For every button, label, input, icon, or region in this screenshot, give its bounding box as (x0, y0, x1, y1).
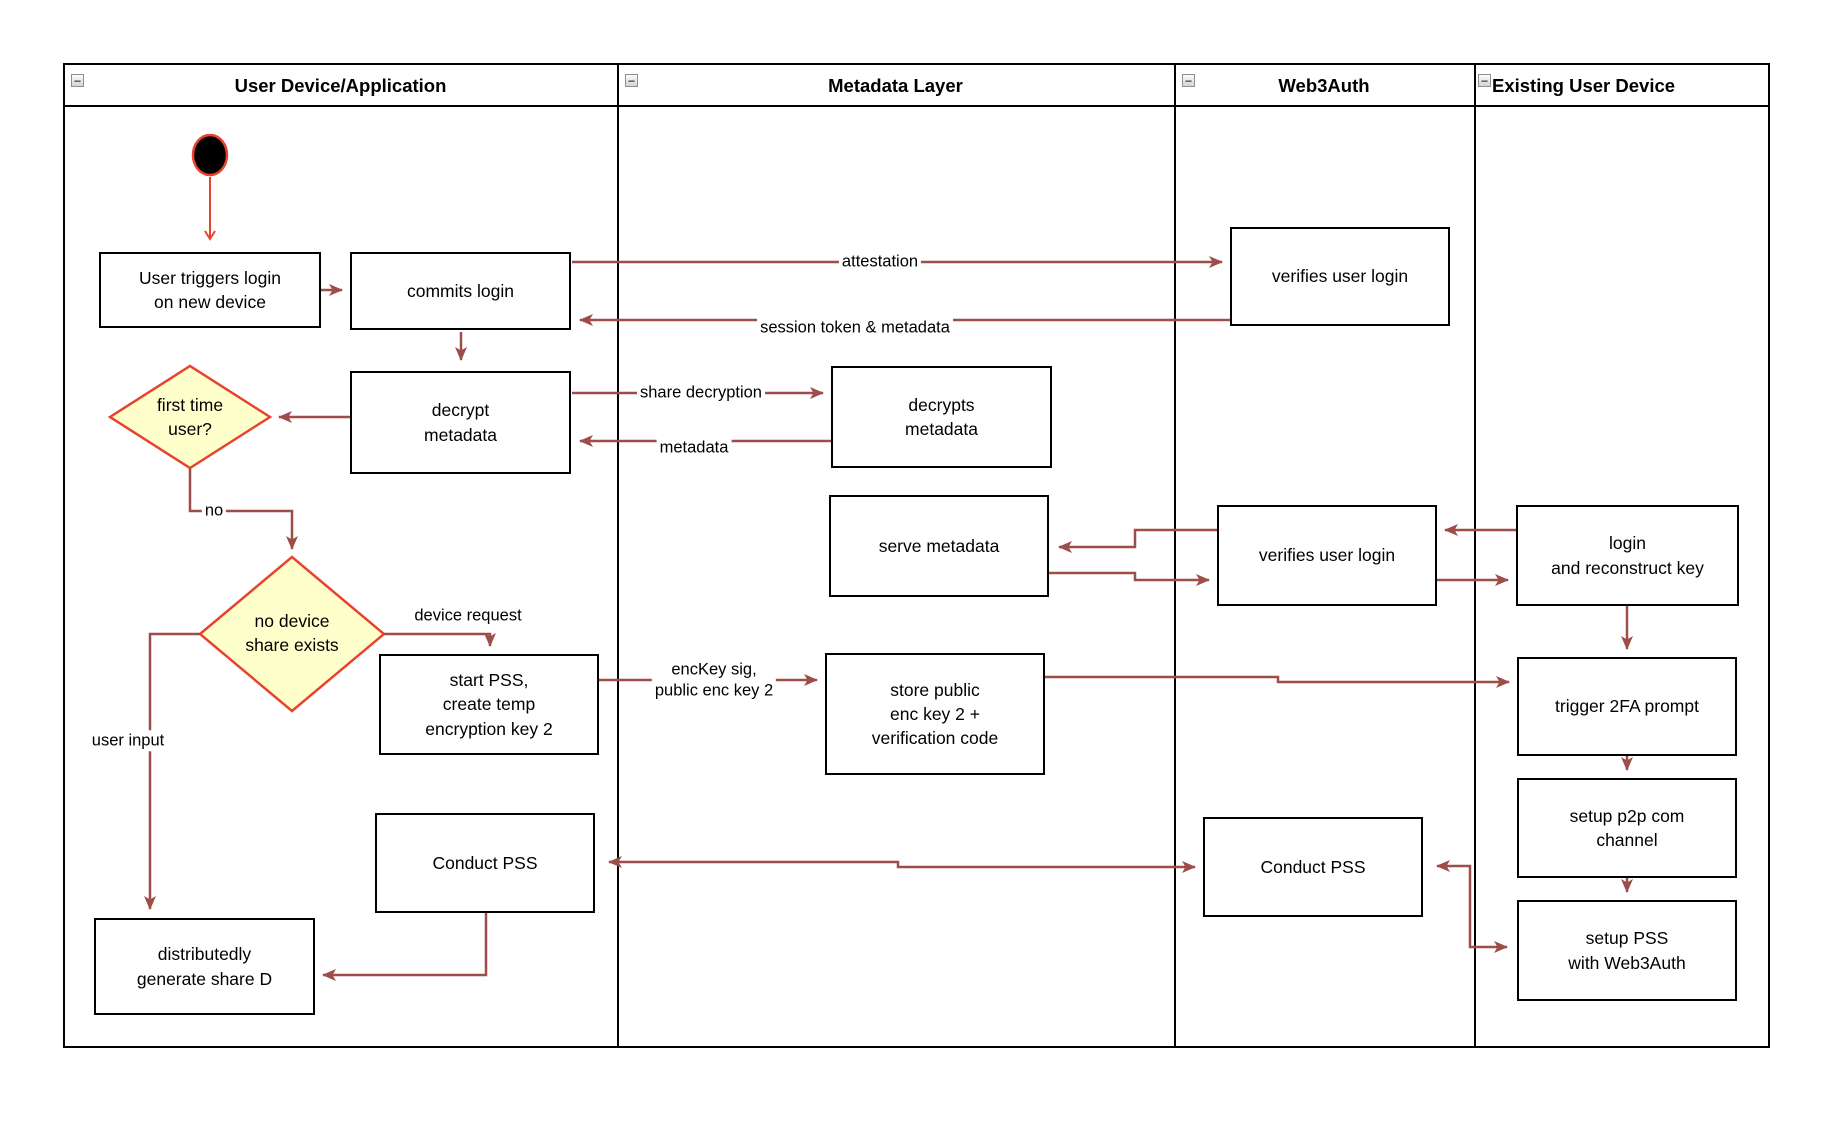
edge-conduct-pss-link (608, 856, 1196, 873)
header-separator (63, 105, 1770, 107)
edge-label-no: no (201, 500, 227, 522)
node-conduct-pss-left[interactable]: Conduct PSS (375, 813, 595, 913)
edge-label-attestation: attestation (838, 251, 922, 273)
node-decrypts-metadata[interactable]: decrypts metadata (831, 366, 1052, 468)
collapse-icon[interactable]: − (1182, 74, 1195, 87)
edge-conduct-to-distributedly (322, 913, 488, 981)
collapse-icon[interactable]: − (1478, 74, 1491, 87)
edge-serve-to-verifies (1049, 571, 1210, 586)
node-user-triggers-login[interactable]: User triggers login on new device (99, 252, 321, 328)
node-distributedly-generate[interactable]: distributedly generate share D (94, 918, 315, 1015)
edge-label-session-token: session token & metadata (757, 317, 953, 339)
node-login-reconstruct-key[interactable]: login and reconstruct key (1516, 505, 1739, 606)
lane-header-user-device[interactable]: User Device/Application (234, 75, 447, 96)
node-start-pss[interactable]: start PSS, create temp encryption key 2 (379, 654, 599, 755)
collapse-icon[interactable]: − (625, 74, 638, 87)
node-serve-metadata[interactable]: serve metadata (829, 495, 1049, 597)
decision-first-time-user[interactable] (107, 364, 273, 470)
edge-verifies-to-serve (1058, 528, 1217, 553)
lane-divider-3 (1474, 63, 1476, 1048)
start-node[interactable] (191, 133, 229, 177)
edge-no-branch (188, 468, 298, 550)
node-trigger-2fa[interactable]: trigger 2FA prompt (1517, 657, 1737, 756)
decision-first-time-label: first time user? (156, 395, 224, 439)
edge-setuppss-conduct-link (1436, 860, 1508, 953)
node-decrypt-metadata[interactable]: decrypt metadata (350, 371, 571, 474)
edge-device-request (384, 632, 496, 647)
lane-header-metadata-layer[interactable]: Metadata Layer (828, 75, 963, 96)
node-verifies-user-login-1[interactable]: verifies user login (1230, 227, 1450, 326)
node-store-public-enc-key[interactable]: store public enc key 2 + verification co… (825, 653, 1045, 775)
edge-label-enckey: encKey sig, public enc key 2 (651, 659, 777, 703)
edge-label-device-request: device request (411, 605, 525, 627)
node-commits-login[interactable]: commits login (350, 252, 571, 330)
edge-label-metadata: metadata (656, 437, 732, 459)
lane-divider-2 (1174, 63, 1176, 1048)
edge-label-share-decryption: share decryption (637, 382, 765, 404)
lane-header-web3auth[interactable]: Web3Auth (1278, 75, 1370, 96)
collapse-icon[interactable]: − (71, 74, 84, 87)
node-setup-pss[interactable]: setup PSS with Web3Auth (1517, 900, 1737, 1001)
lane-header-existing-device[interactable]: Existing User Device (1492, 75, 1676, 96)
node-verifies-user-login-2[interactable]: verifies user login (1217, 505, 1437, 606)
edge-store-to-2fa (1045, 675, 1510, 688)
decision-no-device-label: no device share exists (245, 611, 339, 655)
edge-user-input (144, 632, 200, 910)
node-setup-p2p[interactable]: setup p2p com channel (1517, 778, 1737, 878)
node-conduct-pss-right[interactable]: Conduct PSS (1203, 817, 1423, 917)
lane-divider-1 (617, 63, 619, 1048)
edge-label-user-input: user input (88, 730, 168, 752)
